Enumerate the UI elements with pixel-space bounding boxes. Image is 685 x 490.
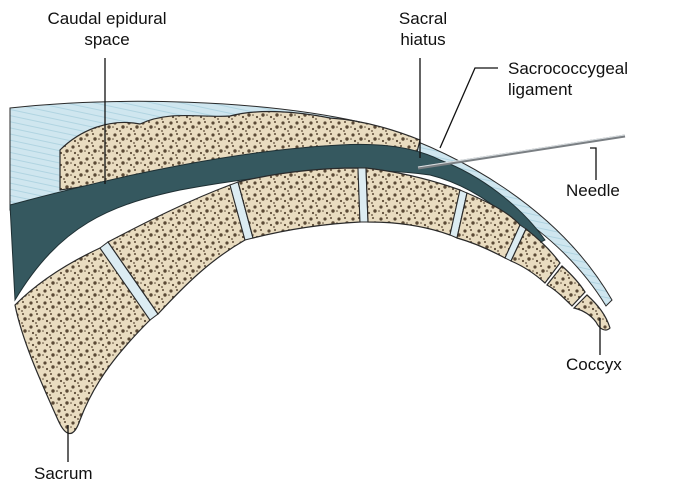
- sacral-segment-3: [237, 167, 361, 239]
- label-caudal-epidural-space: Caudal epidural space: [47, 9, 167, 49]
- needle-shaft: [417, 134, 626, 170]
- sacrum-bone: [14, 247, 151, 435]
- coccyx-segment-1: [510, 228, 561, 284]
- label-sacrococcygeal-ligament: Sacrococcygeal ligament: [508, 59, 629, 99]
- label-sacral-hiatus: Sacral hiatus: [398, 9, 448, 49]
- label-needle: Needle: [566, 181, 620, 200]
- leader-needle: [590, 147, 597, 180]
- coccyx-segment-3: [572, 294, 611, 331]
- label-coccyx: Coccyx: [566, 355, 622, 374]
- needle-highlight: [417, 134, 626, 168]
- leader-sacrococcygeal: [439, 67, 498, 149]
- coccyx-segment-2: [546, 265, 586, 307]
- label-sacrum: Sacrum: [34, 464, 93, 483]
